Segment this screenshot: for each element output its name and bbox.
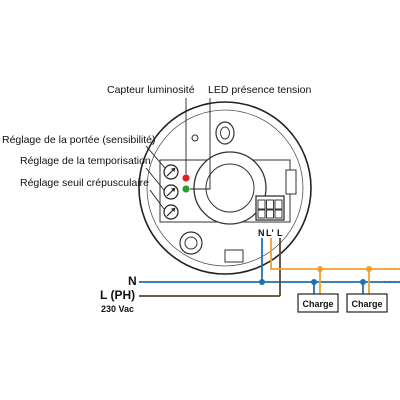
junction-switched-2	[366, 266, 372, 272]
light-sensor-led-red	[182, 174, 190, 182]
potentiometer-twilight	[163, 204, 179, 220]
load-box-2: Charge	[346, 293, 388, 313]
leader-twilight	[149, 189, 165, 210]
terminal-label-l-prime: L'	[266, 228, 274, 238]
terminal-block	[255, 195, 285, 221]
leader-lines	[145, 98, 211, 210]
detector-body	[138, 101, 312, 275]
terminal-label-n: N	[258, 228, 265, 238]
label-light-sensor: Capteur luminosité	[107, 84, 195, 96]
label-voltage-led: LED présence tension	[208, 84, 311, 96]
bottom-clip	[224, 249, 244, 263]
potentiometer-range	[163, 164, 179, 180]
small-mount-hole	[191, 134, 199, 142]
label-range-adjust: Réglage de la portée (sensibilité)	[2, 134, 156, 146]
junction-neutral	[259, 279, 265, 285]
sensor-lens-inner	[205, 163, 255, 213]
load-label-1: Charge	[302, 299, 333, 309]
leader-timer	[145, 167, 165, 191]
voltage-led-green	[182, 185, 190, 193]
supply-label-phase: L (PH)	[100, 288, 135, 302]
leader-voltage-led	[190, 98, 211, 190]
junction-switched-1	[317, 266, 323, 272]
load-box-1: Charge	[297, 293, 339, 313]
label-twilight-adjust: Réglage seuil crépusculaire	[20, 177, 149, 189]
detector-inner-ring	[146, 109, 304, 267]
wire-continuation-dots	[384, 268, 400, 283]
wire-switched-live	[270, 238, 400, 270]
terminal-label-l: L	[277, 228, 283, 238]
supply-label-neutral: N	[128, 274, 137, 288]
supply-label-voltage: 230 Vac	[101, 304, 134, 314]
leader-range	[145, 145, 166, 169]
load-label-2: Charge	[351, 299, 382, 309]
wiring	[139, 238, 400, 297]
side-tab-right	[285, 169, 297, 195]
label-timer-adjust: Réglage de la temporisation	[20, 155, 151, 167]
potentiometer-timer	[163, 184, 179, 200]
